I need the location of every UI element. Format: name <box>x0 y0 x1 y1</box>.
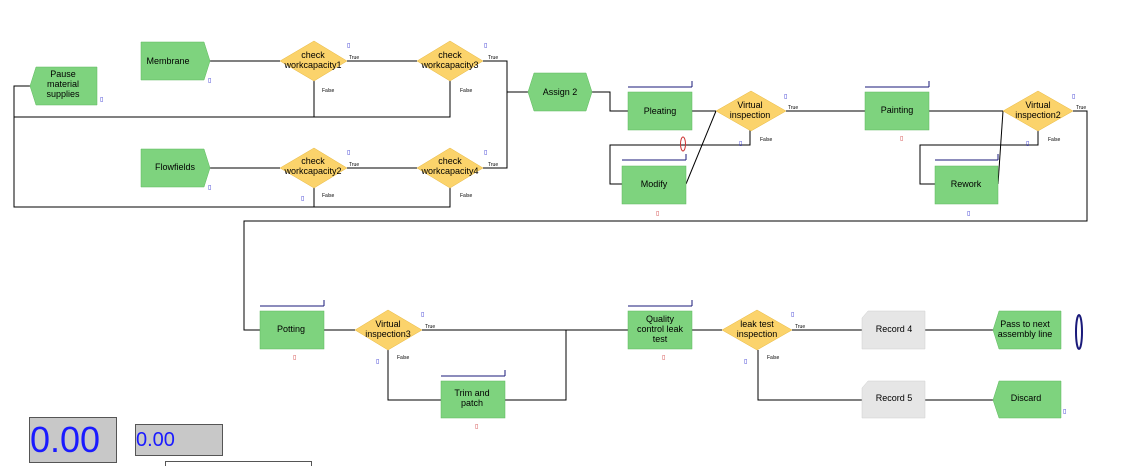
queue-rework <box>935 154 999 161</box>
svg-text:▯: ▯ <box>656 211 659 217</box>
block-assign-2-label: Assign 2 <box>543 87 578 97</box>
svg-text:▯: ▯ <box>791 312 794 318</box>
block-pleating-label: Pleating <box>644 106 677 116</box>
svg-text:▯: ▯ <box>421 312 424 318</box>
block-potting-label: Potting <box>277 324 305 334</box>
true-label: True <box>349 55 359 61</box>
block-rework-label: Rework <box>951 179 982 189</box>
block-record-5-label: Record 5 <box>876 393 913 403</box>
svg-text:▯: ▯ <box>1026 141 1029 147</box>
false-label: False <box>760 137 772 143</box>
block-membrane-label: Membrane <box>146 56 189 66</box>
queue-potting <box>260 300 325 307</box>
svg-text:▯: ▯ <box>475 424 478 430</box>
svg-text:▯: ▯ <box>293 355 296 361</box>
block-painting[interactable]: Painting ▯ <box>864 91 930 142</box>
svg-text:▯: ▯ <box>208 185 211 191</box>
svg-text:▯: ▯ <box>967 211 970 217</box>
block-modify-label: Modify <box>641 179 668 189</box>
true-label: True <box>488 55 498 61</box>
block-assign-2[interactable]: Assign 2 <box>527 72 593 112</box>
svg-text:▯: ▯ <box>900 136 903 142</box>
variable-display-large: 0.00 <box>29 417 117 463</box>
block-flowfields[interactable]: Flowfields ▯ <box>140 148 211 191</box>
block-record-4[interactable]: Record 4 <box>861 310 926 350</box>
svg-text:▯: ▯ <box>376 359 379 365</box>
false-label: False <box>460 88 472 94</box>
queue-qc <box>628 300 693 307</box>
block-painting-label: Painting <box>881 105 914 115</box>
resource-indicator-blue <box>1075 314 1083 350</box>
block-pleating[interactable]: Pleating <box>627 91 693 131</box>
block-discard-label: Discard <box>1011 393 1042 403</box>
false-label: False <box>322 88 334 94</box>
false-label: False <box>397 355 409 361</box>
svg-text:▯: ▯ <box>739 141 742 147</box>
true-label: True <box>349 162 359 168</box>
svg-text:▯: ▯ <box>347 150 350 156</box>
true-label: True <box>795 324 805 330</box>
variable-display-small: 0.00 <box>135 424 223 456</box>
false-label: False <box>1048 137 1060 143</box>
svg-text:▯: ▯ <box>301 196 304 202</box>
svg-text:▯: ▯ <box>484 150 487 156</box>
block-record-4-label: Record 4 <box>876 324 913 334</box>
queue-trim <box>441 370 506 377</box>
block-potting[interactable]: Potting ▯ <box>259 310 325 361</box>
svg-text:▯: ▯ <box>1072 94 1075 100</box>
queue-modify <box>622 154 687 161</box>
block-modify[interactable]: Modify ▯ <box>621 165 687 217</box>
block-flowfields-label: Flowfields <box>155 162 196 172</box>
svg-text:▯: ▯ <box>1063 409 1066 415</box>
false-label: False <box>460 193 472 199</box>
block-membrane[interactable]: Membrane ▯ <box>140 41 211 84</box>
true-label: True <box>425 324 435 330</box>
true-label: True <box>1076 105 1086 111</box>
queue-painting <box>865 81 930 88</box>
svg-text:▯: ▯ <box>347 43 350 49</box>
queue-pleating <box>628 81 693 88</box>
false-label: False <box>322 193 334 199</box>
false-label: False <box>767 355 779 361</box>
queues <box>260 81 999 377</box>
resource-indicator-red <box>680 136 686 152</box>
svg-text:▯: ▯ <box>484 43 487 49</box>
block-discard[interactable]: Discard ▯ <box>992 380 1066 419</box>
svg-text:▯: ▯ <box>662 355 665 361</box>
svg-text:▯: ▯ <box>208 78 211 84</box>
connectors <box>13 60 1088 401</box>
svg-text:▯: ▯ <box>744 359 747 365</box>
svg-text:▯: ▯ <box>784 94 787 100</box>
true-label: True <box>488 162 498 168</box>
block-rework[interactable]: Rework ▯ <box>934 165 999 217</box>
true-label: True <box>788 105 798 111</box>
block-record-5[interactable]: Record 5 <box>861 380 926 419</box>
svg-text:▯: ▯ <box>100 97 103 103</box>
